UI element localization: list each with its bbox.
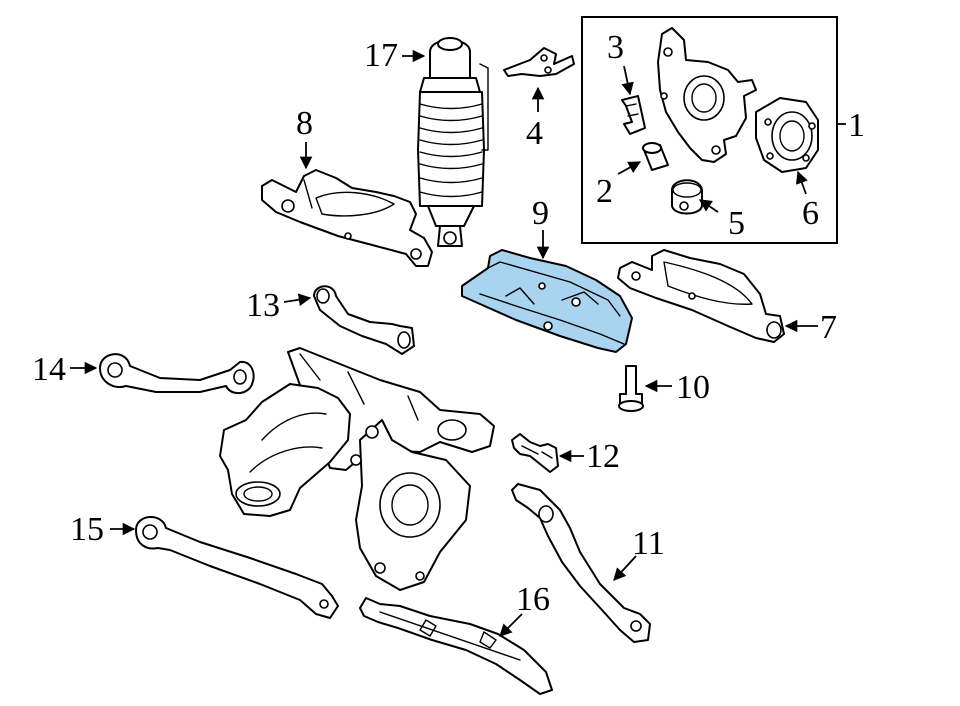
bracket-part-3 (621, 95, 646, 135)
subframe-assembly (219, 347, 495, 591)
callout-4: 4 (526, 115, 543, 152)
callout-arrows (70, 49, 846, 637)
callout-12: 12 (586, 438, 620, 475)
bushing-part-5 (671, 179, 703, 215)
callout-labels: 17 4 3 2 5 6 1 8 9 7 10 12 11 13 14 15 1… (32, 29, 865, 618)
callout-6: 6 (802, 195, 819, 232)
callout-16: 16 (516, 581, 550, 618)
brace-part-16 (359, 597, 553, 695)
callout-7: 7 (820, 309, 837, 346)
control-arm-part-8 (261, 169, 433, 267)
link-part-15 (135, 516, 339, 619)
bracket-part-4 (503, 47, 575, 77)
knuckle-part-1 (657, 27, 757, 163)
link-part-13 (313, 285, 415, 355)
callout-11: 11 (632, 525, 665, 562)
callout-1: 1 (848, 107, 865, 144)
callout-14: 14 (32, 351, 66, 388)
bushing-part-2 (642, 142, 669, 171)
air-strut-part-17 (417, 37, 489, 247)
knuckle-group-box (581, 16, 838, 244)
callout-9: 9 (532, 195, 549, 232)
shield-part-9 (461, 249, 633, 353)
link-part-14 (99, 353, 255, 394)
callout-3: 3 (607, 29, 624, 66)
callout-8: 8 (296, 105, 313, 142)
wheel-hub-part-6 (755, 97, 819, 173)
callout-17: 17 (364, 37, 398, 74)
trailing-link-part-11 (511, 483, 651, 643)
bracket-part-12 (511, 433, 559, 473)
callout-15: 15 (70, 511, 104, 548)
control-arm-part-7 (617, 249, 785, 343)
callout-5: 5 (728, 205, 745, 242)
bolt-part-10 (618, 365, 644, 412)
callout-10: 10 (676, 369, 710, 406)
callout-2: 2 (596, 173, 613, 210)
callout-13: 13 (246, 287, 280, 324)
